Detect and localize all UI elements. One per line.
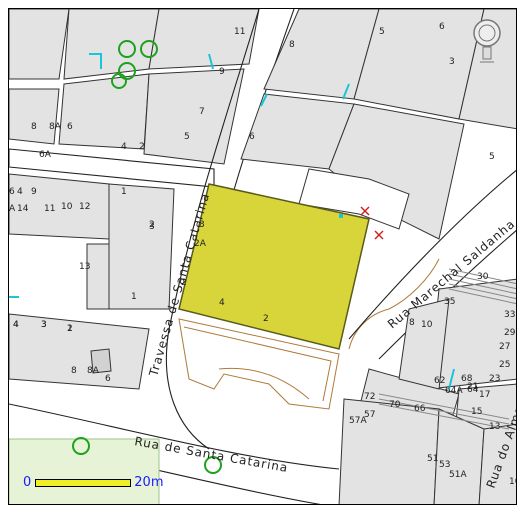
house-number-label: 15: [471, 407, 482, 417]
house-number-label: 62: [434, 376, 445, 386]
house-number-label: 70: [389, 400, 401, 410]
house-number-label: 2: [263, 314, 269, 324]
building-block-southeast: [338, 398, 516, 504]
highlighted-parcel[interactable]: [178, 183, 370, 350]
plaza-outline: [178, 258, 440, 410]
road-edge-marechal-east: [378, 230, 516, 360]
house-number-label: 9: [31, 187, 37, 197]
house-number-label: 51A: [449, 470, 467, 480]
house-number-label: 11: [44, 204, 55, 214]
house-number-label: 25: [499, 360, 510, 370]
house-number-label: 14: [17, 204, 29, 214]
house-number-label: 3: [41, 320, 47, 330]
house-number-label: 23: [489, 374, 500, 384]
house-number-label: 4: [17, 187, 23, 197]
map-view[interactable]: Travessa de Santa Catarina Rua de Santa …: [8, 8, 517, 505]
house-number-label: 4: [219, 298, 225, 308]
house-number-label: 2: [139, 142, 145, 152]
house-number-label: 6: [9, 187, 15, 197]
house-number-label: 33: [504, 310, 515, 320]
red-markers: [360, 206, 384, 240]
house-number-label: 3: [41, 320, 47, 330]
house-number-label: 8: [31, 122, 37, 132]
tree-icon: [118, 62, 136, 80]
house-number-label: 4: [13, 320, 19, 330]
water-features: [9, 53, 455, 390]
house-number-label: 3: [449, 57, 455, 67]
house-number-label: 5: [184, 132, 190, 142]
tree-icon: [204, 456, 222, 474]
house-number-label: 4: [13, 320, 19, 330]
tree-icon: [118, 40, 136, 58]
house-number-label: 53: [439, 460, 450, 470]
house-number-label: 66: [414, 404, 426, 414]
scale-bar: 0 20m: [23, 475, 164, 490]
house-number-label: 8: [289, 40, 295, 50]
house-number-label: 6: [439, 22, 445, 32]
tree-icon: [140, 40, 158, 58]
house-number-label: 3: [149, 222, 155, 232]
road-edge-marechal-west: [348, 169, 516, 340]
house-number-label: 17: [479, 390, 490, 400]
house-number-label: 21: [467, 382, 478, 392]
house-number-label: 29: [504, 328, 516, 338]
house-number-label: 6: [67, 122, 73, 132]
house-number-label: 13: [489, 422, 500, 432]
house-number-label: 10: [421, 320, 433, 330]
house-number-label: 2: [67, 324, 73, 334]
road-edge-santa-catarina-north: [9, 403, 340, 470]
house-number-label: 1: [67, 324, 73, 334]
house-number-label: 11: [234, 27, 245, 37]
house-number-label: 64A: [445, 386, 463, 396]
house-number-label: 2: [181, 278, 187, 288]
house-number-label: 2A: [194, 239, 207, 249]
house-number-label: 5: [489, 152, 495, 162]
house-number-label: 1: [121, 187, 127, 197]
house-number-label: 27: [499, 342, 510, 352]
house-number-label: 6A: [39, 150, 52, 160]
house-number-label: 68: [461, 374, 473, 384]
crosswalk-east: [378, 268, 516, 430]
scale-end-label: 20m: [134, 475, 164, 490]
house-number-label: 3: [199, 220, 205, 230]
house-number-label: 57A: [349, 416, 367, 426]
house-number-label: 10: [509, 477, 517, 487]
house-number-label: 30: [477, 272, 489, 282]
house-number-label: 6: [249, 132, 255, 142]
house-number-label: 7: [199, 107, 205, 117]
house-number-label: 9: [219, 67, 225, 77]
tree-icon: [72, 437, 90, 455]
house-number-label: 4: [121, 142, 127, 152]
scale-start-label: 0: [23, 475, 32, 490]
house-number-label: 5: [379, 27, 385, 37]
house-number-label: 1: [131, 292, 137, 302]
house-number-label: 8: [409, 318, 415, 328]
building-block-northeast: [240, 9, 516, 240]
house-number-label: 35: [444, 297, 455, 307]
road-edge-travessa-west: [165, 9, 260, 450]
house-number-label: 57: [364, 410, 375, 420]
house-number-label: 51: [427, 454, 438, 464]
building-block-west: [9, 173, 175, 390]
house-number-label: 72: [364, 392, 375, 402]
house-number-label: A: [9, 204, 16, 214]
house-number-label: 64: [467, 385, 479, 395]
trees: [72, 40, 222, 474]
house-number-label: 13: [79, 262, 90, 272]
scale-track: [35, 478, 132, 487]
house-number-label: 8: [71, 366, 77, 376]
park-area: [9, 438, 160, 504]
tree-icon: [111, 73, 127, 89]
house-number-label: 8A: [49, 122, 62, 132]
house-number-label: 6: [105, 374, 111, 384]
house-number-label: 12: [79, 202, 90, 212]
municipal-crest-icon: [473, 19, 501, 63]
building-block-northwest: [9, 9, 260, 165]
map-canvas: Travessa de Santa Catarina Rua de Santa …: [9, 9, 517, 504]
house-number-label: 10: [61, 202, 73, 212]
house-number-label: 8A: [87, 366, 100, 376]
house-number-label: 2: [149, 220, 155, 230]
